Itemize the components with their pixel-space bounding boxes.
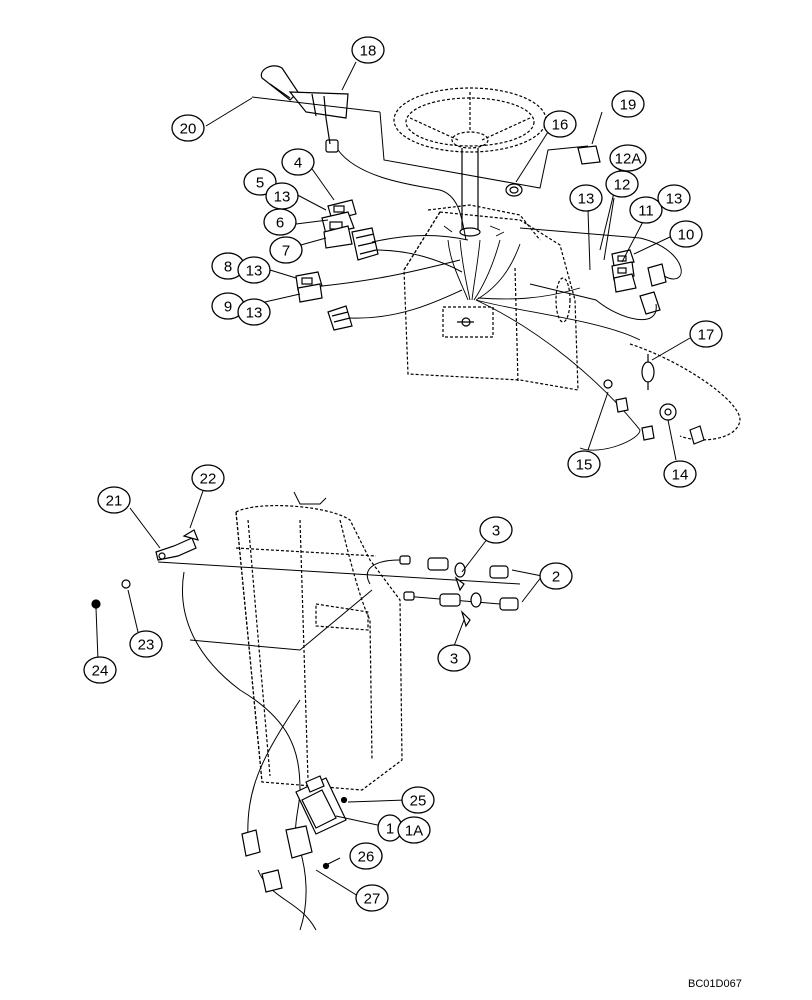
callout-3a-bubble [479, 516, 513, 544]
switch-connector-left [351, 227, 379, 261]
callout-12a-bubble [609, 144, 647, 172]
callout-1a-bubble [397, 816, 431, 844]
callout-14-bubble [663, 460, 697, 488]
callout-25-bubble [401, 786, 435, 814]
callout-7-bubble [269, 236, 303, 264]
instrument-panel [295, 775, 347, 835]
callout-6: 6 [276, 215, 284, 232]
callout-3a: 3 [492, 523, 500, 540]
callout-13b-bubble [657, 184, 691, 212]
callout-4: 4 [294, 155, 302, 172]
steering-assembly [251, 65, 741, 451]
rocker-switch-right [611, 249, 637, 293]
callout-1: 1 [386, 821, 394, 838]
callout-13d-bubble [237, 256, 271, 284]
callout-12-bubble [605, 170, 639, 198]
callout-13d: 13 [246, 263, 263, 280]
callout-2-bubble [539, 562, 573, 590]
callout-6-bubble [263, 208, 297, 236]
callout-13c: 13 [274, 189, 291, 206]
callout-10-bubble [669, 220, 703, 248]
horn-button [641, 354, 655, 390]
key-switch [659, 403, 705, 445]
callout-22: 22 [200, 471, 217, 488]
callout-4-bubble [281, 148, 315, 176]
callout-9: 9 [224, 299, 232, 316]
callout-21-bubble [97, 486, 131, 514]
callout-13e-bubble [237, 298, 271, 326]
callout-12: 12 [614, 177, 631, 194]
callout-leaders [95, 61, 691, 897]
callout-1a: 1A [405, 823, 423, 840]
callout-labels: 18 20 16 19 12A 12 13 11 13 10 4 5 13 6 … [92, 43, 715, 908]
steering-wheel [393, 87, 547, 153]
panel-connector [241, 825, 313, 893]
callout-12a: 12A [615, 151, 642, 168]
callout-26-bubble [349, 842, 383, 870]
dashboard-pedestal [403, 204, 579, 391]
callout-11-bubble [629, 196, 663, 224]
callout-21: 21 [106, 493, 123, 510]
indicator-lamp [603, 379, 655, 441]
callout-17-bubble [689, 320, 723, 348]
mounting-bracket [155, 529, 200, 561]
rocker-switch-left [321, 199, 357, 249]
callout-20-bubble [171, 114, 205, 142]
steering-column [459, 148, 481, 237]
side-console [629, 343, 741, 441]
callout-13a-bubble [569, 184, 603, 212]
callout-14: 14 [672, 467, 689, 484]
callout-10: 10 [678, 227, 695, 244]
callout-16: 16 [552, 117, 569, 134]
callout-3b: 3 [450, 651, 458, 668]
callout-8: 8 [224, 259, 232, 276]
callout-2: 2 [552, 569, 560, 586]
callout-27: 27 [364, 891, 381, 908]
seat-console [235, 505, 403, 791]
callout-19: 19 [620, 97, 637, 114]
harness-connectors [399, 555, 519, 628]
callout-17: 17 [698, 327, 715, 344]
callout-5-bubble [243, 168, 277, 196]
switch-connector-right [639, 263, 667, 315]
grommet [505, 183, 523, 197]
callout-26: 26 [358, 849, 375, 866]
callout-23: 23 [138, 637, 155, 654]
callout-13e: 13 [246, 305, 263, 322]
callout-27-bubble [355, 884, 389, 912]
lower-assembly [91, 491, 521, 931]
wire-harness-bundle [443, 225, 641, 451]
callout-25: 25 [410, 793, 427, 810]
callout-18-bubble [351, 36, 385, 64]
washer [121, 579, 131, 589]
callout-5: 5 [256, 175, 264, 192]
callout-7: 7 [282, 243, 290, 260]
callout-24-bubble [83, 656, 117, 684]
rocker-switch-lower-left [295, 271, 323, 303]
switch-connector-lower-left [327, 305, 353, 331]
callout-15-bubble [567, 450, 601, 478]
callout-15: 15 [576, 457, 593, 474]
callout-16-bubble [543, 110, 577, 138]
throttle-lever [251, 65, 381, 153]
callout-19-bubble [611, 90, 645, 118]
callout-18: 18 [360, 43, 377, 60]
callout-bubbles [83, 36, 723, 912]
callout-11: 11 [638, 203, 654, 220]
callout-20: 20 [180, 121, 197, 138]
nut [91, 599, 101, 609]
callout-24: 24 [92, 663, 109, 680]
bracket [577, 145, 601, 165]
callout-22-bubble [191, 464, 225, 492]
callout-3b-bubble [437, 644, 471, 672]
callout-13a: 13 [578, 191, 595, 208]
callout-13b: 13 [666, 191, 683, 208]
callout-23-bubble [129, 630, 163, 658]
document-code: BC01D067 [688, 978, 742, 990]
